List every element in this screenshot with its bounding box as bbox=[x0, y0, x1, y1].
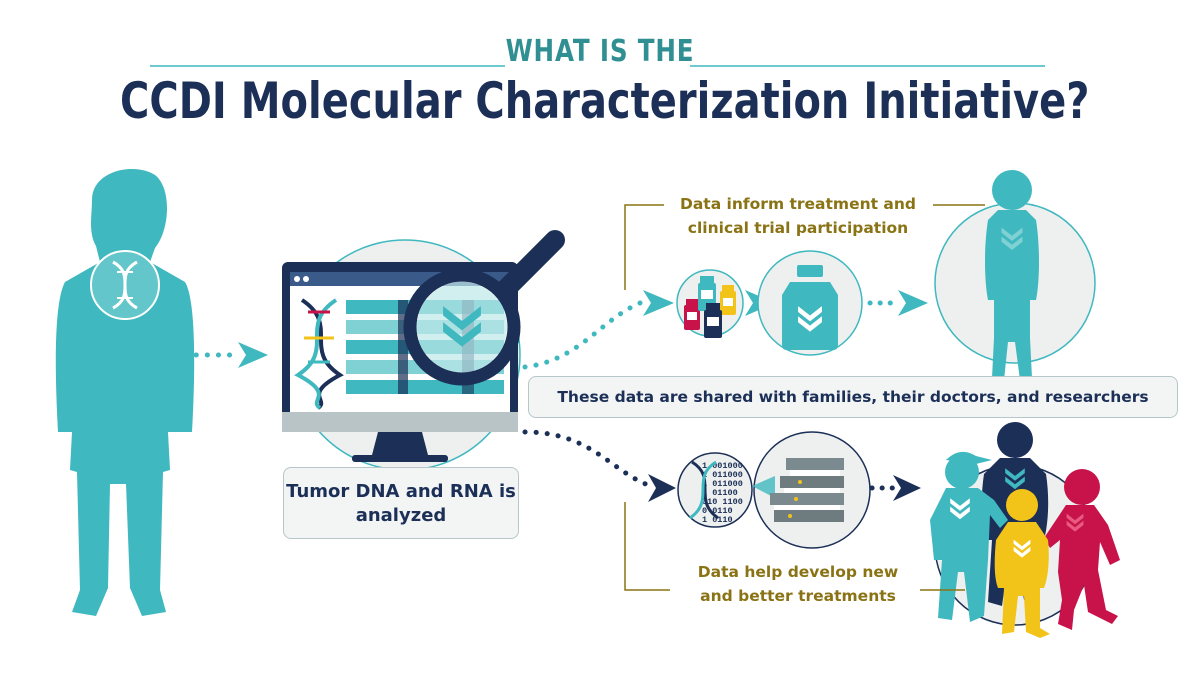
arrow-icon bbox=[648, 474, 676, 502]
binary-line: 010 1100 bbox=[702, 497, 743, 507]
binary-line: 1 0110 bbox=[702, 515, 733, 525]
dotted-connector-bottom bbox=[522, 429, 651, 488]
bracket-top bbox=[624, 204, 985, 290]
bracket-bottom bbox=[624, 502, 965, 591]
analysis-caption: Tumor DNA and RNA is analyzed bbox=[283, 467, 519, 539]
arrow-icon bbox=[643, 290, 674, 316]
arrow-icon bbox=[171, 342, 268, 368]
dotted-connector-top bbox=[522, 300, 643, 370]
arrow-icon bbox=[893, 475, 921, 501]
patient-silhouette-icon bbox=[55, 168, 195, 616]
server-stack-icon bbox=[752, 458, 844, 522]
header-kicker: WHAT IS THE bbox=[505, 34, 695, 69]
sharing-banner: These data are shared with families, the… bbox=[528, 376, 1178, 418]
arrow-icon bbox=[898, 290, 928, 316]
binary-line: 1 011000 bbox=[702, 470, 743, 480]
magnifier-icon bbox=[403, 230, 565, 386]
binary-line: 1 01100 bbox=[702, 488, 738, 498]
children-group-icon bbox=[930, 422, 1120, 638]
binary-line: 0 0110 bbox=[702, 506, 733, 516]
binary-line: 1 001000 bbox=[702, 461, 743, 471]
medicine-bottles-icon bbox=[684, 276, 736, 338]
treatment-caption: Data inform treatment and clinical trial… bbox=[664, 192, 932, 240]
page-title: CCDI Molecular Characterization Initiati… bbox=[120, 72, 1090, 130]
research-caption: Data help develop new and better treatme… bbox=[676, 560, 920, 608]
child-icon bbox=[985, 170, 1039, 380]
binary-line: 1 011000 bbox=[702, 479, 743, 489]
dna-icon bbox=[689, 460, 719, 520]
bottle-icon bbox=[782, 265, 838, 350]
